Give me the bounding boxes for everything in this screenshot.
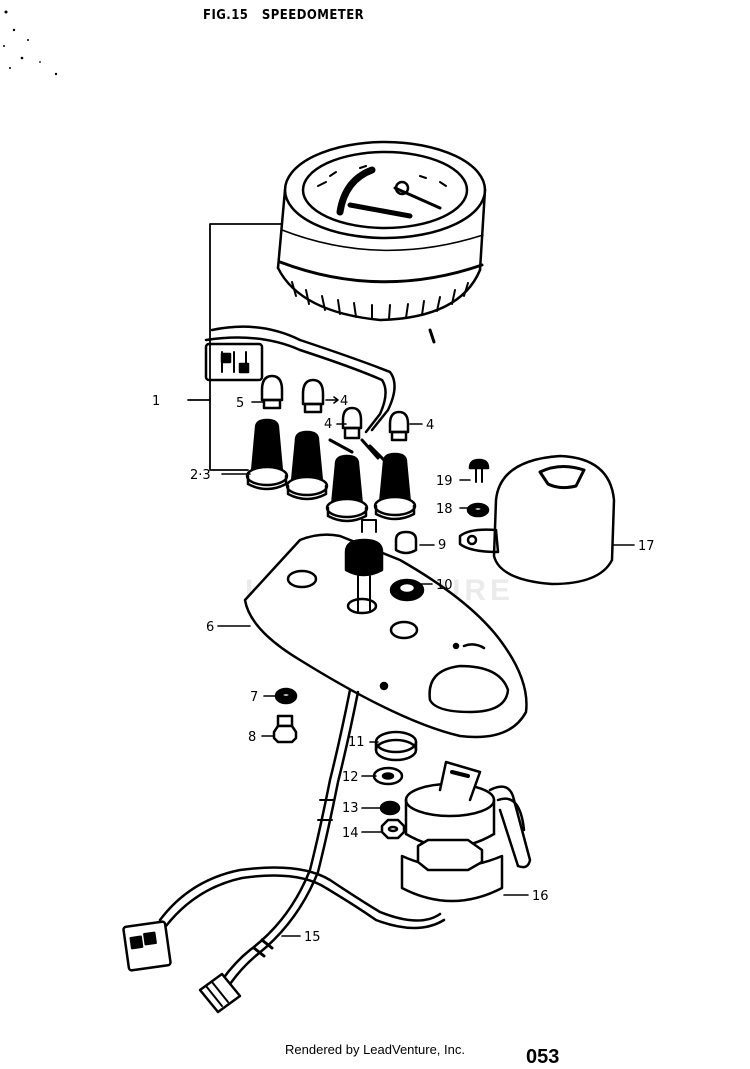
- ignition-switch: [400, 760, 532, 903]
- cover-17: [458, 454, 616, 586]
- callout-4b: 4: [324, 417, 332, 432]
- nut-14: [380, 818, 406, 840]
- callout-6: 6: [206, 620, 214, 635]
- screw-19: [468, 458, 490, 483]
- washer-12: [372, 766, 404, 786]
- mounting-plate: [243, 533, 528, 739]
- figure-name: SPEEDOMETER: [261, 8, 365, 23]
- callout-13: 13: [342, 801, 359, 816]
- figure-number: FIG.15: [203, 8, 249, 23]
- callout-11: 11: [348, 735, 365, 750]
- callout-18: 18: [436, 502, 453, 517]
- callout-15: 15: [304, 930, 321, 945]
- callout-16: 16: [532, 889, 549, 904]
- callout-8: 8: [248, 730, 256, 745]
- speedometer-head: [276, 140, 487, 344]
- callout-2-3: 2·3: [190, 468, 211, 483]
- callout-4c: 4: [426, 418, 434, 433]
- scan-specks: [3, 10, 58, 76]
- washer-18: [466, 502, 490, 518]
- cap-9: [394, 530, 418, 555]
- leader-bracket-1: [187, 223, 283, 471]
- callout-10: 10: [436, 578, 453, 593]
- callout-1: 1: [152, 394, 160, 409]
- callout-12: 12: [342, 770, 359, 785]
- callout-labels: 1 2·3 4 4 4 5 6 7 8 9 10 11 12 13 14 15 …: [152, 394, 655, 945]
- callout-9: 9: [438, 538, 446, 553]
- callout-7: 7: [250, 690, 258, 705]
- bulb-harness: [204, 325, 396, 434]
- callout-4a: 4: [340, 394, 348, 409]
- washer-13: [379, 800, 401, 816]
- callout-5: 5: [236, 396, 244, 411]
- washer-7: [274, 687, 298, 705]
- cushion-11: [374, 730, 418, 762]
- bulb-sockets: [245, 418, 417, 523]
- grommet-10: [389, 578, 425, 602]
- callout-leaders: [217, 396, 635, 937]
- speedometer-cable: [198, 688, 360, 1014]
- page-number-fragment: 053: [526, 1046, 560, 1068]
- callout-14: 14: [342, 826, 359, 841]
- figure-title: FIG.15 SPEEDOMETER: [203, 8, 373, 23]
- footer-credit: Rendered by LeadVenture, Inc.: [285, 1042, 465, 1057]
- wire-loom: [122, 866, 446, 972]
- drive-gear: [344, 519, 384, 615]
- callout-17: 17: [638, 539, 655, 554]
- indicator-bulbs: [260, 374, 410, 442]
- callout-19: 19: [436, 474, 453, 489]
- bolt-8: [272, 714, 298, 744]
